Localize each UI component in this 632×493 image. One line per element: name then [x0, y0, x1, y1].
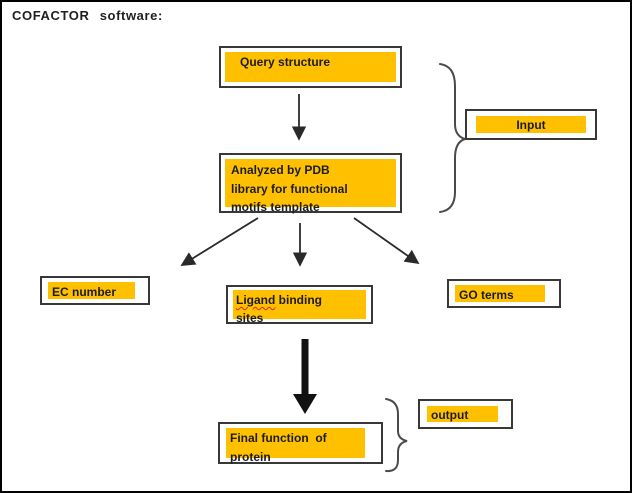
node-input-label: Input	[476, 116, 586, 133]
input-brace-icon	[439, 63, 469, 213]
thick-arrowhead-icon	[293, 394, 317, 414]
node-final-function-label: Final function of protein	[230, 431, 330, 464]
output-brace-icon	[385, 398, 408, 473]
node-final-function: Final function of protein	[218, 422, 383, 464]
node-query-structure-label: Query structure	[225, 52, 396, 82]
ligand-label-rest: binding sites	[236, 293, 326, 325]
node-input: Input	[465, 109, 597, 140]
page-title: COFACTOR software:	[12, 8, 163, 23]
node-output: output	[418, 399, 513, 429]
arrow-analyzed-to-go-icon	[353, 217, 420, 265]
misspelled-word: Ligand	[236, 293, 276, 307]
arrow-analyzed-to-ec-icon	[180, 217, 259, 266]
node-go-terms: GO terms	[447, 279, 561, 308]
node-go-terms-label: GO terms	[455, 285, 545, 302]
node-output-label: output	[427, 406, 498, 422]
node-query-structure: Query structure	[219, 46, 402, 88]
node-ec-number: EC number	[40, 276, 150, 305]
node-ligand-binding-sites-label: Ligand binding sites	[236, 291, 336, 327]
node-analyzed-by-pdb-label: Analyzed by PDB library for functional m…	[231, 163, 348, 215]
node-analyzed-by-pdb: Analyzed by PDB library for functional m…	[219, 153, 402, 214]
node-ligand-binding-sites: Ligand binding sites	[226, 285, 373, 327]
node-ec-number-label: EC number	[48, 282, 135, 299]
